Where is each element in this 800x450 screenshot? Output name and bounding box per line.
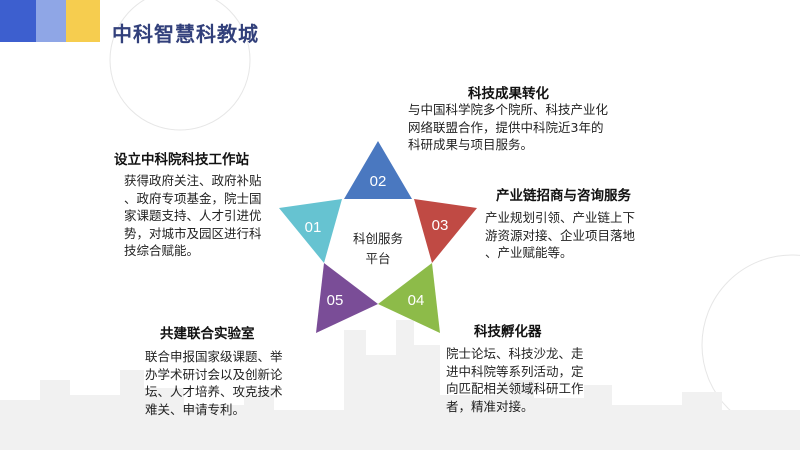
- body-04-line: 者，精准对接。: [446, 398, 534, 414]
- heading-02: 科技成果转化: [468, 86, 549, 102]
- center-label-line1: 科创服务: [353, 231, 403, 246]
- body-03-line: 产业规划引领、产业链上下: [485, 210, 636, 225]
- body-02-line: 网络联盟合作，提供中科院近3年的: [408, 119, 604, 135]
- page-title: 中科智慧科教城: [112, 22, 259, 46]
- body-01-line: 、政府专项基金，院士国: [124, 190, 262, 206]
- center-label-line2: 平台: [365, 251, 390, 266]
- number-01: 01: [305, 219, 322, 236]
- number-05: 05: [327, 292, 344, 309]
- body-04: 院士论坛、科技沙龙、走 进中科院等系列活动，定 向匹配相关领域科研工作 者，精准…: [446, 345, 611, 415]
- body-02-line: 与中国科学院多个院所、科技产业化: [408, 102, 609, 117]
- triangle-03: [414, 199, 477, 263]
- heading-01: 设立中科院科技工作站: [114, 152, 249, 168]
- triangle-01: [279, 199, 342, 263]
- corner-bar-blue: [0, 0, 36, 42]
- body-05: 联合申报国家级课题、举 办学术研讨会以及创新论 坛、人才培养、攻克技术 难关、申…: [145, 348, 305, 418]
- body-05-line: 办学术研讨会以及创新论: [145, 366, 283, 382]
- body-01-line: 获得政府关注、政府补贴: [124, 173, 262, 188]
- body-01-line: 家课题支持、人才引进优: [124, 208, 262, 223]
- number-04: 04: [408, 292, 425, 309]
- heading-04: 科技孵化器: [474, 324, 542, 340]
- corner-bar-yellow: [66, 0, 100, 42]
- body-04-line: 向匹配相关领域科研工作: [446, 381, 584, 396]
- triangle-05: [316, 263, 378, 333]
- body-02: 与中国科学院多个院所、科技产业化 网络联盟合作，提供中科院近3年的 科研成果与项…: [408, 101, 648, 154]
- number-02: 02: [370, 173, 387, 190]
- body-02-line: 科研成果与项目服务。: [408, 137, 534, 152]
- body-04-line: 进中科院等系列活动，定: [446, 363, 584, 379]
- number-03: 03: [432, 217, 449, 234]
- body-05-line: 联合申报国家级课题、举: [145, 349, 283, 364]
- corner-bar-light-blue: [36, 0, 66, 42]
- heading-03: 产业链招商与咨询服务: [496, 188, 631, 204]
- body-05-line: 难关、申请专利。: [145, 401, 246, 417]
- triangle-02: [344, 141, 412, 199]
- body-01-line: 势，对城市及园区进行科: [124, 225, 262, 241]
- body-03-line: 游资源对接、企业项目落地: [485, 227, 636, 243]
- body-03-line: 、产业赋能等。: [485, 245, 573, 260]
- body-01: 获得政府关注、政府补贴 、政府专项基金，院士国 家课题支持、人才引进优 势，对城…: [124, 172, 284, 260]
- body-03: 产业规划引领、产业链上下 游资源对接、企业项目落地 、产业赋能等。: [485, 209, 660, 262]
- body-05-line: 坛、人才培养、攻克技术: [145, 384, 283, 399]
- heading-05: 共建联合实验室: [160, 326, 255, 342]
- triangle-04: [378, 263, 440, 333]
- body-01-line: 技综合赋能。: [124, 243, 200, 258]
- body-04-line: 院士论坛、科技沙龙、走: [446, 346, 584, 361]
